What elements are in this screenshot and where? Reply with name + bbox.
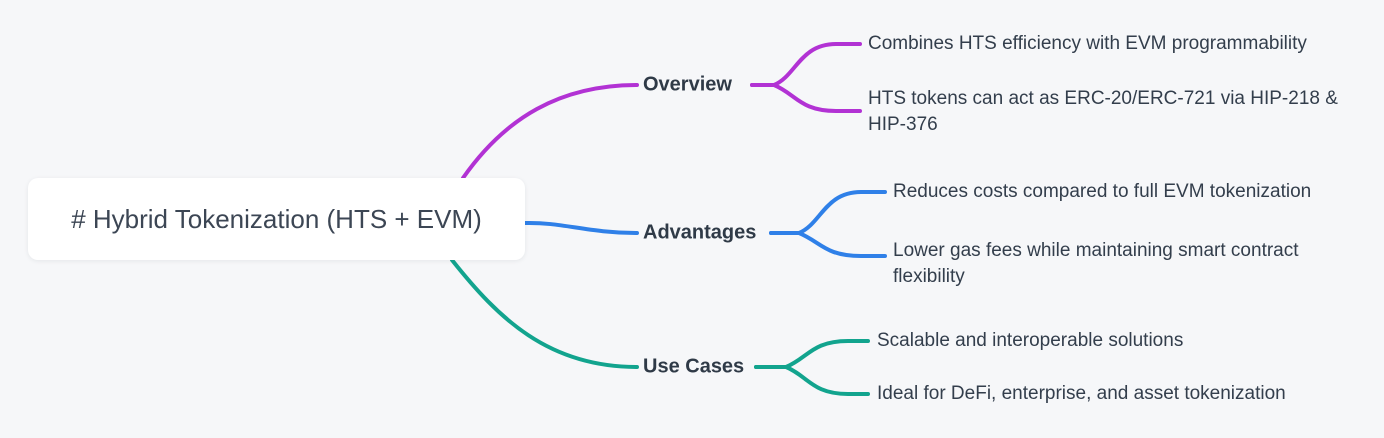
usecases-incoming-curve xyxy=(450,258,639,369)
branch-label-advantages[interactable]: Advantages xyxy=(643,221,757,244)
branch-label-usecases[interactable]: Use Cases xyxy=(643,355,745,378)
branch-label-overview[interactable]: Overview xyxy=(643,73,732,96)
leaf-usecases-1[interactable]: Scalable and interoperable solutions xyxy=(877,330,1184,351)
advantages-incoming-curve xyxy=(523,220,639,235)
root-node-label: # Hybrid Tokenization (HTS + EVM) xyxy=(71,203,482,234)
overview-incoming-curve xyxy=(461,83,639,180)
usecases-fork-up-curve xyxy=(754,339,870,369)
advantages-fork-up-curve xyxy=(769,190,887,235)
leaf-advantages-1[interactable]: Reduces costs compared to full EVM token… xyxy=(893,181,1312,202)
usecases-fork-down-curve xyxy=(754,365,870,396)
leaf-advantages-2[interactable]: Lower gas fees while maintaining smart c… xyxy=(893,240,1299,287)
leaf-overview-2[interactable]: HTS tokens can act as ERC-20/ERC-721 via… xyxy=(868,88,1338,135)
overview-fork-down-curve xyxy=(750,83,862,113)
leaf-overview-1[interactable]: Combines HTS efficiency with EVM program… xyxy=(868,33,1307,54)
advantages-fork-down-curve xyxy=(769,231,887,258)
root-node[interactable]: # Hybrid Tokenization (HTS + EVM) xyxy=(28,178,525,260)
leaf-usecases-2[interactable]: Ideal for DeFi, enterprise, and asset to… xyxy=(877,383,1286,404)
overview-fork-up-curve xyxy=(750,42,862,87)
